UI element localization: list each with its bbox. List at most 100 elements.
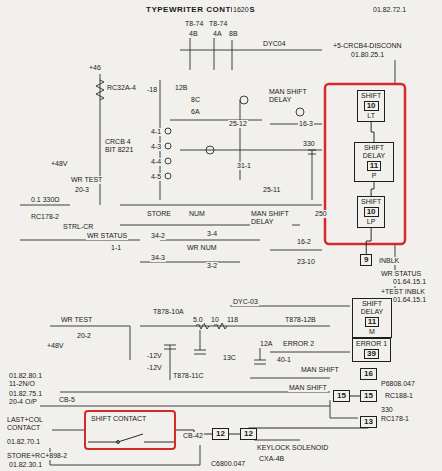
signal-label: RC32A-4 [106,84,137,92]
signal-label: RC188-1 [384,392,414,400]
signal-label: 20-3 [74,186,90,194]
switch-symbol [88,430,174,446]
signal-label: 16-3 [298,120,314,128]
signal-label: INBLK [378,257,400,265]
relay-number-wrap: 39 [356,348,387,360]
signal-label: RC178-2 [30,213,60,221]
signal-label: WR TEST [70,176,103,184]
signal-label: P6808.047 [380,380,416,388]
relay-label: 39 [364,349,379,359]
signal-label: MAN SHIFT [288,384,328,392]
relay-label: 10 [364,101,379,111]
signal-label: +46 [88,64,102,72]
signal-label: STORE [146,210,172,218]
signal-label: WR TEST [60,316,93,324]
relay-label: SHIFT DELAY [356,300,388,316]
relay-label: 9 [364,256,368,264]
relay-label: LP [361,218,381,226]
signal-label: 6A [190,108,201,116]
signal-label: 118 [226,316,239,324]
signal-label: STORE+RC+898-2 [6,452,68,460]
signal-label: 3-4 [206,230,218,238]
signal-label: T878-11C [172,372,205,380]
relay-label: 16 [364,370,373,378]
signal-label: 8C [190,96,201,104]
signal-label: +48V [46,342,65,350]
signal-label: 25-11 [262,186,281,194]
signal-label: 5.0 [192,316,204,324]
signal-label: 4A [212,30,223,38]
relay-label: SHIFT CONTACT [91,415,169,423]
signal-label: 01.82.70.1 [6,438,41,446]
signal-label: 25-12 [228,120,248,128]
signal-label: 1620 [232,6,250,14]
relay-box: SHIFT DELAY11M [352,298,392,338]
relay-label: 11 [365,317,379,327]
signal-label: 01.64.15.1 [392,296,427,304]
wire-connector [350,396,360,397]
signal-label: NUM [188,210,206,218]
relay-box: ERROR 139 [352,338,391,362]
wire-connector [371,182,374,196]
relay-box: 16 [360,368,377,380]
signal-label: T878-10A [152,308,185,316]
relay-number-wrap: 11 [358,160,390,172]
signal-label: 20-2 [76,332,92,340]
relay-label: SHIFT DELAY [358,144,390,160]
signal-label: WR NUM [186,244,218,252]
signal-label: 4-4 [150,158,162,166]
wire-connector [229,434,240,435]
signal-label: KEYLOCK SOLENOID [256,444,329,452]
signal-label: 01.82.72.1 [372,6,407,14]
signal-label: 40-1 [276,356,292,364]
signal-label: 1-1 [110,244,122,252]
signal-label: 16-2 [296,238,312,246]
signal-label: 4-3 [150,143,162,151]
signal-label: 12A [259,340,273,348]
signal-label: CB-5 [58,396,76,404]
signal-label: 0.1 330Ω [30,196,61,204]
relay-number-wrap: 10 [361,206,381,218]
signal-label: -12V [146,352,163,360]
signal-label: 23-10 [296,258,316,266]
signal-label: 330 [302,140,316,148]
signal-label: WR STATUS [380,270,422,278]
signal-label: CB-42 [182,432,204,440]
signal-label: 330 [380,406,394,414]
signal-label: 10 [210,316,220,324]
signal-label: T8-74 [208,20,228,28]
wire-connector [371,122,374,142]
relay-label: ERROR 1 [356,340,387,348]
signal-label: 01.80.25.1 [350,51,385,59]
signal-label: +TEST INBLK [380,288,426,296]
signal-label: MAN SHIFT DELAY [268,88,310,104]
signal-label: 01.82.80.1 [8,372,43,380]
signal-label: -18 [146,86,158,94]
relay-box: 15 [333,390,350,402]
signal-label: 01.82.30.1 [8,461,43,469]
relay-box: 13 [360,416,377,428]
relay-label: SHIFT [361,92,381,100]
signal-label: T878-12B [284,316,317,324]
relay-label: 13 [364,418,373,426]
signal-label: +48V [50,160,69,168]
signal-label: 4B [188,30,199,38]
signal-label: 20-4 O/P [8,398,38,406]
relay-label: SHIFT [361,198,381,206]
signal-label: CXA-4B [258,455,285,463]
relay-box: 9 [360,254,372,266]
relay-box: SHIFT10LT [357,90,385,122]
signal-label: 01.64.15.1 [392,278,427,286]
relay-box: 15 [360,390,377,402]
signal-label: 3-2 [206,262,218,270]
relay-box: 12 [212,428,229,440]
signal-label: RC178-1 [380,415,410,423]
relay-label: P [358,172,390,180]
signal-label: 34-2 [150,232,166,240]
signal-label: DYC04 [262,40,287,48]
relay-label: 15 [364,392,373,400]
relay-box: SHIFT10LP [357,196,385,228]
signal-label: 12B [174,84,188,92]
relay-box: SHIFT DELAY11P [354,142,394,182]
